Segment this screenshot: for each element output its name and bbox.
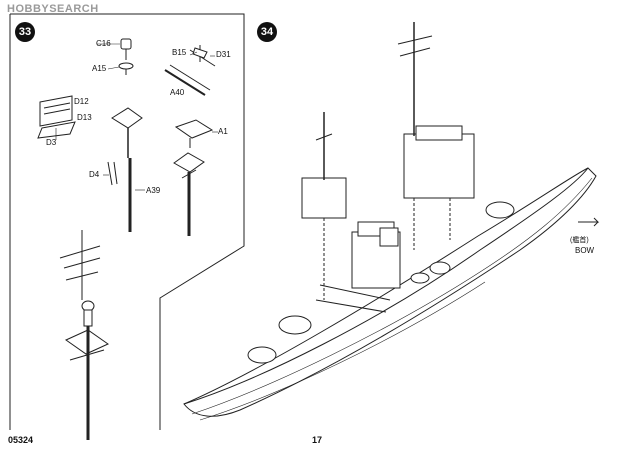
step34-battleship xyxy=(183,22,600,421)
part-label-a40: A40 xyxy=(170,88,185,97)
part-label-d12: D12 xyxy=(74,97,89,106)
bow-label: BOW xyxy=(575,246,595,255)
bow-label-japanese: (艦首) xyxy=(570,237,589,244)
part-label-a15: A15 xyxy=(92,64,107,73)
page-number: 17 xyxy=(312,435,323,445)
part-label-b15: B15 xyxy=(172,48,187,57)
part-label-c16: C16 xyxy=(96,39,111,48)
part-label-d4: D4 xyxy=(89,170,100,179)
part-label-d31: D31 xyxy=(216,50,231,59)
step-34-badge: 34 xyxy=(257,22,277,42)
part-label-a39: A39 xyxy=(146,186,161,195)
part-label-d13: D13 xyxy=(77,113,92,122)
step33-assembled-mast xyxy=(59,230,110,440)
part-label-d3: D3 xyxy=(46,138,57,147)
watermark-text: HOBBYSEARCH xyxy=(7,3,99,15)
part-label-a1: A1 xyxy=(218,127,228,136)
step33-parts xyxy=(37,38,218,236)
panel-borders xyxy=(9,13,245,430)
product-code: 05324 xyxy=(8,435,34,445)
step-33-badge: 33 xyxy=(15,22,35,42)
